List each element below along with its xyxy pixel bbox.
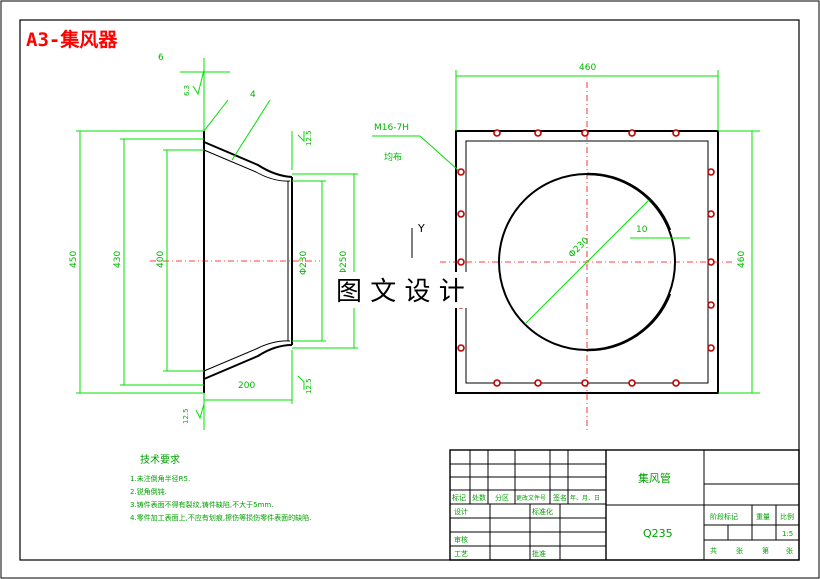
inner-border [19,19,800,561]
svg-text:Y: Y [417,222,425,235]
svg-text:图 文 设 计: 图 文 设 计 [336,277,465,307]
svg-text:Φ230: Φ230 [299,250,309,275]
tb-row-label: 设计 [454,507,468,516]
dim-length: 200 [204,350,293,404]
weight-label: 重量 [756,513,770,521]
svg-text:400: 400 [156,251,166,268]
watermark: 图 文 设 计 [332,272,488,308]
tb-row-label: 工艺 [454,550,468,558]
part-name: 集风管 [638,471,671,485]
dim-outlet-230: Φ230 [292,180,326,342]
svg-text:12.5: 12.5 [305,378,313,394]
axis-marker: Y [411,222,425,258]
tb-col-label: 年、月、日 [570,494,600,502]
tb-row-label: 标准化 [532,507,553,516]
svg-text:M16-7H: M16-7H [374,123,409,133]
tb-col-label: 分区 [495,493,509,502]
dim-450: 450 [69,130,204,394]
tb-col-label: 更改文件号 [516,494,546,502]
svg-text:460: 460 [737,251,747,268]
svg-text:460: 460 [579,63,596,73]
svg-text:Φ230: Φ230 [567,236,591,260]
svg-text:4: 4 [250,90,256,100]
svg-text:均布: 均布 [384,151,402,163]
dim-400: 400 [156,149,204,372]
dim-gap: 10 [630,225,690,239]
svg-text:6: 6 [158,53,164,63]
tech-req-item: 4.零件加工表面上,不应有划痕,擦伤等损伤零件表面的缺陷. [130,513,311,522]
tb-col-label: 签名 [553,493,567,502]
svg-text:430: 430 [113,251,123,268]
title-block: 标记 处数 分区 更改文件号 签名 年、月、日 设计 标准化 审核 工艺 批准 … [449,449,800,561]
roughness-symbol-bottom-left: 12.5 [182,393,205,430]
roughness-symbol-right-top: 12.5 [291,130,313,170]
tb-row-label: 审核 [454,535,468,544]
scale-label: 比例 [780,512,794,521]
dim-slope: 4 [203,90,271,161]
dim-outlet-250: Φ250 [292,173,358,349]
tech-req-heading: 技术要求 [140,453,180,466]
technical-requirements: 技术要求 1.未注倒角半径R5. 2.锐角倒钝. 3.铸件表面不得有裂纹,铸件缺… [130,453,311,522]
svg-text:Φ250: Φ250 [339,250,349,275]
roughness-symbol-bottom-right: 12.5 [297,375,313,394]
front-view: 460 460 Φ230 10 M16-7H 均布 [372,63,760,430]
tb-col-label: 标记 [452,493,466,502]
tech-req-item: 2.锐角倒钝. [130,487,167,496]
tb-col-label: 处数 [472,493,486,502]
scale-value: 1:5 [782,530,793,538]
tech-req-item: 1.未注倒角半径R5. [130,474,190,483]
sheet-label: 第 [762,546,769,555]
dim-thickness: 6 [158,53,230,131]
sheet-label: 共 [710,546,717,555]
sheet-label: 张 [786,546,793,555]
roughness-symbol-top: 6.3 [183,69,205,96]
svg-text:450: 450 [69,251,79,268]
material: Q235 [643,527,673,540]
side-view: 450 430 400 6 6.3 4 [69,53,358,430]
sheet-label: 张 [736,546,743,555]
svg-text:12.5: 12.5 [305,130,313,146]
svg-text:10: 10 [636,225,648,235]
stage-label: 阶段标记 [710,512,738,521]
drawing-title: A3-集风器 [26,28,118,51]
bolt-callout: M16-7H 均布 [372,123,459,171]
dim-430: 430 [113,138,204,386]
dim-width: 460 [455,63,719,131]
svg-text:200: 200 [238,381,255,391]
svg-text:12.5: 12.5 [182,408,190,424]
tech-req-item: 3.铸件表面不得有裂纹,铸件缺陷,不大于5mm. [130,500,273,509]
svg-text:6.3: 6.3 [183,85,191,96]
dim-height: 460 [718,130,760,394]
tb-row-label: 批准 [532,549,546,558]
